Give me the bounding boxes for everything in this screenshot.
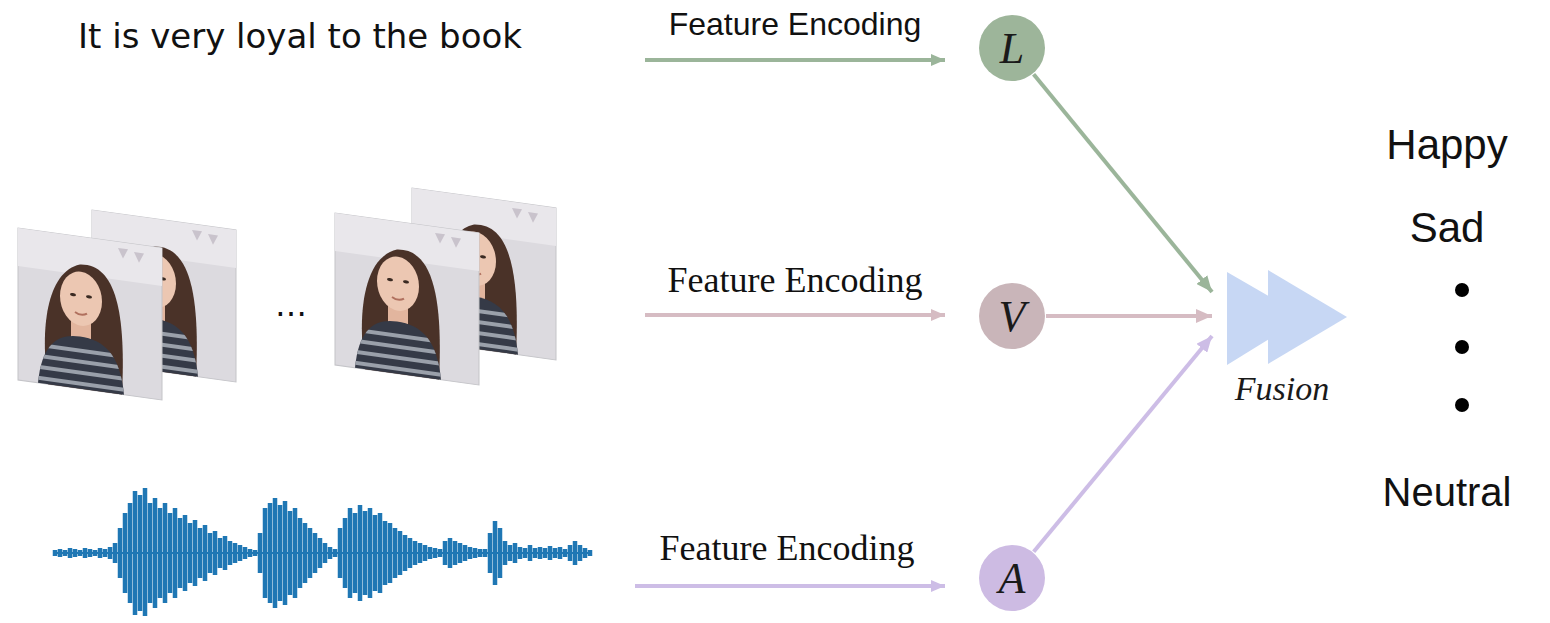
- node-letter: L: [1000, 23, 1024, 74]
- transcript-text: It is very loyal to the book: [78, 16, 522, 56]
- list-dot: [1455, 283, 1469, 297]
- video-frames: [18, 188, 556, 400]
- modality-node: L: [979, 15, 1045, 81]
- list-dot: [1455, 340, 1469, 354]
- step-label: Feature Encoding: [668, 259, 923, 301]
- encoding-arrow: [645, 58, 945, 62]
- class-label: Happy: [1386, 121, 1507, 169]
- node-caption: Fusion: [1212, 370, 1352, 408]
- audio-waveform: [55, 488, 590, 616]
- step-label: Feature Encoding: [669, 6, 922, 43]
- fusion-node: Fusion: [1212, 266, 1352, 418]
- list-dot: [1455, 398, 1469, 412]
- ellipsis-text: …: [275, 286, 307, 324]
- video-frame: [335, 213, 479, 385]
- fusion-shape: [1212, 266, 1352, 368]
- encoding-arrow: [645, 313, 945, 317]
- video-frame: [18, 228, 162, 400]
- node-letter: A: [999, 553, 1026, 604]
- encoding-arrow: [635, 584, 945, 588]
- flow-arrow: [1034, 74, 1212, 292]
- modality-node: V: [979, 283, 1045, 349]
- class-label: Sad: [1410, 204, 1485, 252]
- fusion-triangle: [1268, 270, 1347, 364]
- modality-node: A: [979, 545, 1045, 611]
- waveform-samples: [55, 488, 590, 616]
- feature-encoding-arrows: [635, 60, 945, 586]
- class-label: Neutral: [1383, 470, 1512, 515]
- flow-arrow: [1034, 336, 1212, 552]
- ellipsis-dots: [1455, 283, 1469, 412]
- step-label: Feature Encoding: [660, 527, 915, 569]
- node-letter: V: [999, 291, 1026, 342]
- flow-arrow: [1046, 314, 1212, 318]
